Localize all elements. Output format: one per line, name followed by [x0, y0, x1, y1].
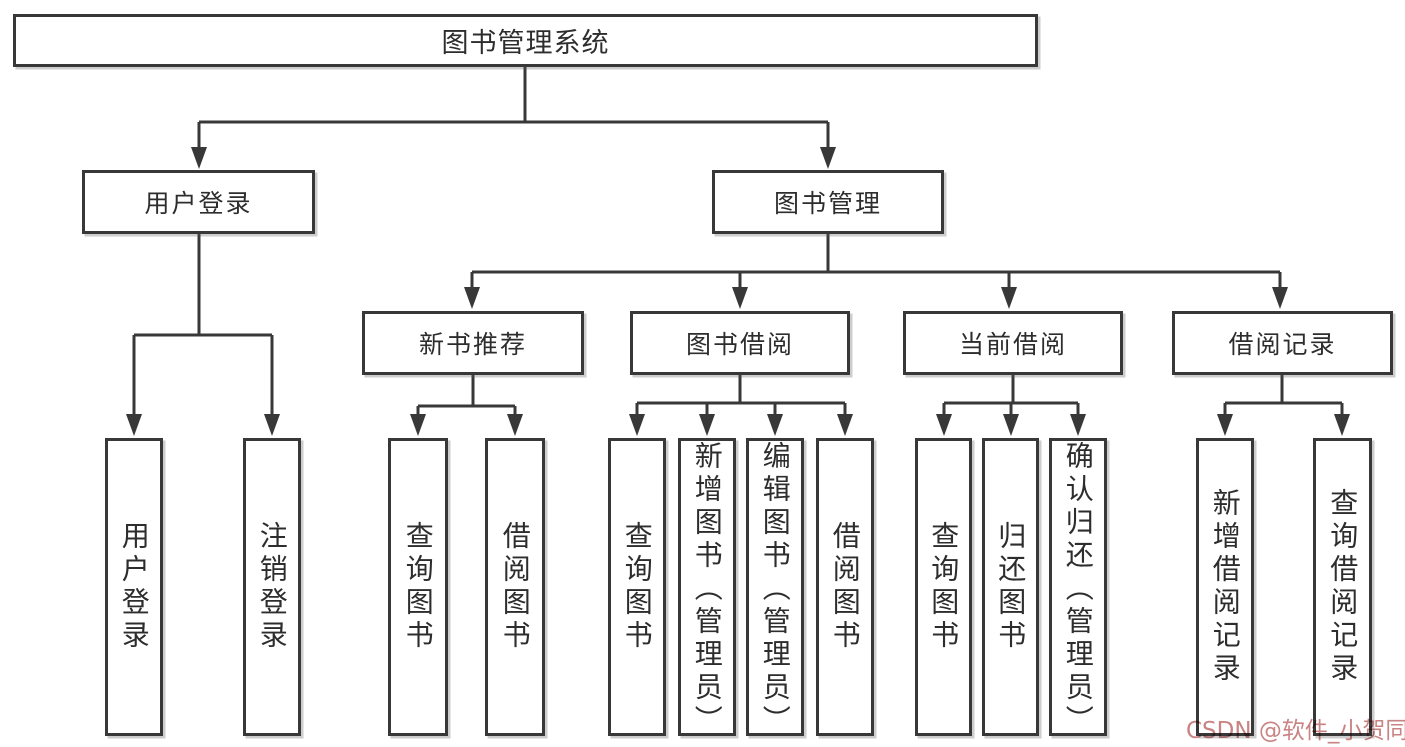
watermark: CSDN @软件_小贺同学 — [1186, 718, 1405, 744]
connector-arrowhead — [1003, 414, 1019, 436]
connector-arrowhead — [1272, 287, 1288, 309]
leaf-borrow-book-recommend: 借阅图书 — [485, 438, 545, 736]
leaf-query-borrow-record: 查询借阅记录 — [1313, 438, 1372, 736]
connector-arrowhead — [1334, 414, 1350, 436]
leaf-logout: 注销登录 — [243, 438, 301, 736]
node-borrow-record: 借阅记录 — [1172, 311, 1393, 375]
leaf-confirm-return-admin: 确认归还（管理员） — [1049, 438, 1107, 738]
connector-arrowhead — [1070, 414, 1086, 436]
connector-arrowhead — [1001, 287, 1017, 309]
leaf-edit-book-admin: 编辑图书（管理员） — [746, 438, 804, 738]
node-user-login: 用户登录 — [82, 170, 315, 234]
connector-arrowhead — [767, 414, 783, 436]
connector-arrowhead — [126, 414, 142, 436]
node-book-borrow: 图书借阅 — [630, 311, 850, 375]
node-new-book-recommend: 新书推荐 — [362, 311, 584, 375]
connector-arrowhead — [629, 414, 645, 436]
connector-arrowhead — [936, 414, 952, 436]
connector-arrowhead — [699, 414, 715, 436]
leaf-borrow-book: 借阅图书 — [816, 438, 874, 736]
leaf-user-login: 用户登录 — [105, 438, 163, 736]
connector-arrowhead — [264, 414, 280, 436]
leaf-query-book-borrow: 查询图书 — [608, 438, 666, 736]
leaf-query-book-recommend: 查询图书 — [388, 438, 448, 736]
leaf-add-book-admin: 新增图书（管理员） — [678, 438, 736, 738]
leaf-return-book: 归还图书 — [982, 438, 1039, 736]
node-root: 图书管理系统 — [13, 14, 1038, 67]
connector-arrowhead — [1217, 414, 1233, 436]
node-current-borrow: 当前借阅 — [903, 311, 1123, 375]
connector-arrowhead — [732, 287, 748, 309]
connector-arrowhead — [837, 414, 853, 436]
connector-arrowhead — [464, 287, 480, 309]
connector-arrowhead — [410, 414, 426, 436]
connector-arrowhead — [820, 147, 836, 169]
leaf-query-book-current: 查询图书 — [915, 438, 972, 736]
node-book-management: 图书管理 — [712, 170, 944, 234]
connector-arrowhead — [191, 147, 207, 169]
leaf-add-borrow-record: 新增借阅记录 — [1196, 438, 1254, 736]
connector-arrowhead — [507, 414, 523, 436]
